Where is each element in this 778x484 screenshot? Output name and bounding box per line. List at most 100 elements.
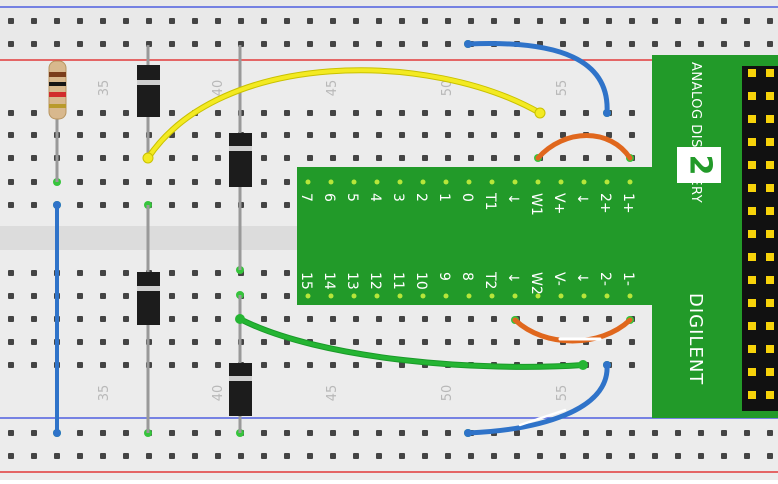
breadboard-hole (215, 293, 221, 299)
header-pin (748, 184, 756, 192)
breadboard-hole (31, 362, 37, 368)
header-pin (766, 161, 774, 169)
breadboard-hole (376, 430, 382, 436)
breadboard-hole (422, 18, 428, 24)
breadboard-hole (514, 132, 520, 138)
breadboard-hole (560, 316, 566, 322)
breadboard-hole (606, 18, 612, 24)
breadboard-hole (54, 41, 60, 47)
breadboard-hole (123, 18, 129, 24)
breadboard-hole (261, 362, 267, 368)
breadboard-hole (353, 41, 359, 47)
board-pin-dot (627, 293, 633, 299)
header-pin (766, 230, 774, 238)
breadboard-hole (284, 270, 290, 276)
pin-label-bottom: 8 (459, 272, 475, 281)
breadboard-hole (284, 362, 290, 368)
diode (229, 133, 252, 187)
breadboard-hole (675, 430, 681, 436)
header-pin (748, 368, 756, 376)
pin-label-bottom: 2- (597, 272, 613, 286)
breadboard-hole (77, 316, 83, 322)
breadboard-hole (491, 18, 497, 24)
breadboard-hole (629, 110, 635, 116)
breadboard-hole (100, 41, 106, 47)
yellow-wire (146, 68, 542, 160)
breadboard-hole (330, 430, 336, 436)
diode-band (229, 146, 252, 151)
diode-body (229, 133, 252, 187)
breadboard-hole (169, 316, 175, 322)
breadboard-hole (399, 110, 405, 116)
board-pin-dot (443, 293, 449, 299)
pin-label-bottom: T2 (482, 271, 498, 289)
breadboard-hole (169, 179, 175, 185)
breadboard-hole (491, 132, 497, 138)
breadboard-hole (100, 316, 106, 322)
board-pin-dot (443, 179, 449, 185)
breadboard-hole (31, 132, 37, 138)
breadboard-hole (77, 18, 83, 24)
board-pin-dot (489, 179, 495, 185)
board-pin-dots (305, 179, 633, 299)
breadboard-hole (77, 132, 83, 138)
header-pin (766, 276, 774, 284)
board-pin-dot (305, 293, 311, 299)
breadboard-hole (307, 453, 313, 459)
breadboard-hole (77, 202, 83, 208)
pin-label-bottom: 9 (436, 272, 452, 281)
breadboard-hole (606, 430, 612, 436)
breadboard-hole (560, 110, 566, 116)
column-number: 35 (97, 80, 112, 97)
pin-label-bottom: 13 (344, 272, 360, 290)
breadboard-hole (606, 453, 612, 459)
breadboard-hole (215, 430, 221, 436)
column-numbers-bottom: 35 40 45 50 55 (97, 385, 570, 402)
board-brand: DIGILENT (685, 293, 706, 385)
breadboard-hole (169, 270, 175, 276)
breadboard-hole (744, 18, 750, 24)
pin-label-top: ↓ (505, 193, 521, 205)
header-pin (748, 230, 756, 238)
header-pin (748, 322, 756, 330)
breadboard-hole (376, 339, 382, 345)
breadboard-hole (399, 362, 405, 368)
breadboard-hole (31, 110, 37, 116)
pin-label-top: 7 (298, 193, 314, 202)
breadboard-hole (8, 293, 14, 299)
breadboard-hole (123, 430, 129, 436)
breadboard-hole (31, 453, 37, 459)
breadboard-hole (77, 362, 83, 368)
breadboard-hole (491, 110, 497, 116)
breadboard-hole (8, 430, 14, 436)
pin-label-bottom: 11 (390, 272, 406, 290)
breadboard-hole (652, 453, 658, 459)
breadboard-hole (399, 430, 405, 436)
breadboard-hole (77, 110, 83, 116)
breadboard-hole (169, 293, 175, 299)
breadboard-hole (31, 155, 37, 161)
breadboard-hole (169, 339, 175, 345)
breadboard-hole (100, 132, 106, 138)
wire-endpoints (53, 40, 611, 437)
breadboard-hole (422, 453, 428, 459)
board-pin-dot (535, 293, 541, 299)
breadboard-hole (399, 155, 405, 161)
blue-wire-bottom (465, 362, 610, 436)
breadboard-hole (192, 155, 198, 161)
breadboard-hole (284, 179, 290, 185)
breadboard-hole (31, 430, 37, 436)
column-number: 40 (211, 80, 226, 97)
breadboard-hole (353, 18, 359, 24)
breadboard-hole (261, 339, 267, 345)
board-header-connector (742, 66, 778, 411)
breadboard-hole (192, 339, 198, 345)
pin-label-top: 1 (436, 193, 452, 202)
board-pin-dot (305, 179, 311, 185)
breadboard-hole (376, 132, 382, 138)
breadboard-hole (31, 18, 37, 24)
orange-wire-bottom (512, 317, 633, 344)
breadboard-hole (445, 41, 451, 47)
breadboard-hole (77, 453, 83, 459)
breadboard-hole (698, 18, 704, 24)
